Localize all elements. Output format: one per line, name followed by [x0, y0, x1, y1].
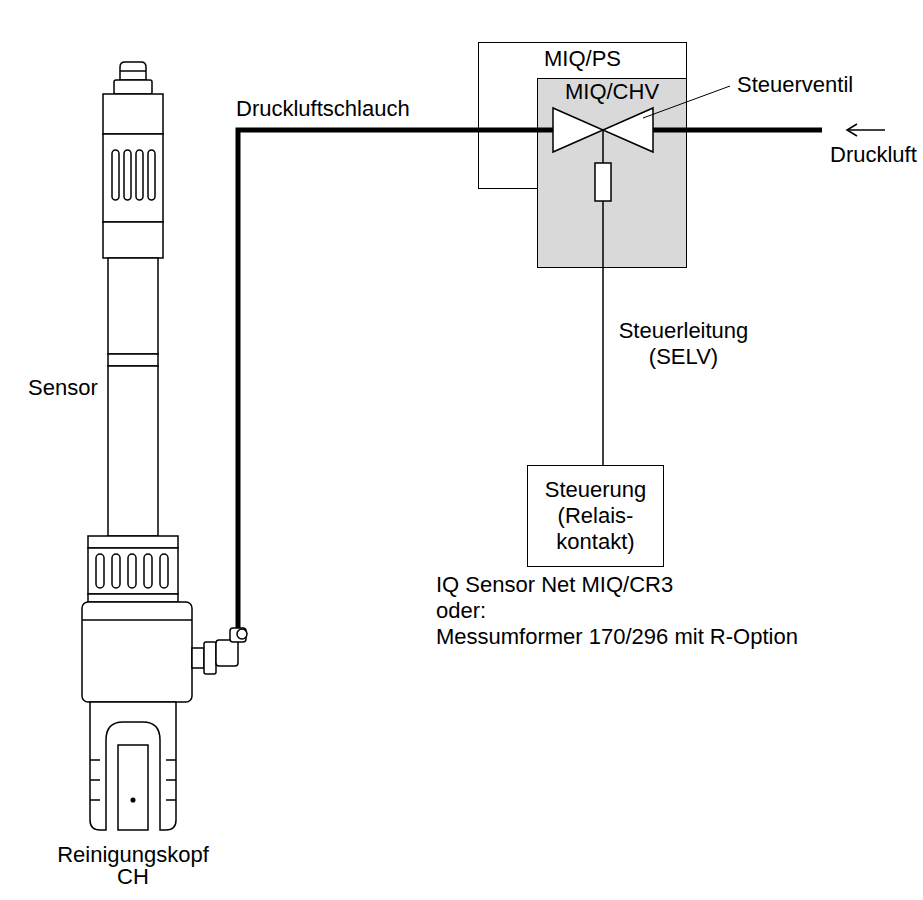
control-valve-symbol — [603, 108, 653, 152]
sensor-drawing — [82, 602, 192, 702]
sensor-drawing — [166, 779, 176, 781]
sensor-drawing — [82, 619, 192, 621]
controller-name: Steuerung (Relais- kontakt) — [535, 477, 656, 555]
control-valve-symbol — [537, 78, 687, 268]
sensor-drawing — [131, 798, 135, 802]
control-valve-symbol — [595, 163, 611, 201]
hose-fitting — [237, 629, 247, 639]
controller-box: Steuerung (Relais- kontakt) — [527, 465, 664, 567]
input-label-anchor: Druckluft — [830, 142, 917, 168]
sensor-drawing — [82, 62, 192, 830]
valve-module-box: MIQ/CHV — [537, 78, 687, 268]
sensor-drawing — [112, 150, 119, 200]
sensor-drawing — [124, 150, 131, 200]
sensor-drawing — [148, 150, 155, 200]
sensor-drawing — [136, 150, 143, 200]
sensor-drawing — [166, 759, 176, 761]
device-note: IQ Sensor Net MIQ/CR3 — [436, 572, 673, 598]
sensor-node: SensorReinigungskopf CH — [78, 60, 250, 850]
connector-label: Druckluftschlauch — [236, 96, 410, 122]
sensor-drawing — [96, 554, 104, 588]
part-name: Reinigungskopf CH — [53, 844, 213, 888]
hose-fitting — [204, 642, 216, 674]
control-valve-symbol — [553, 108, 603, 152]
connector-label: Steuerleitung (SELV) — [606, 318, 761, 370]
compressed-air-supply — [687, 128, 822, 133]
connector-label-anchor: Steuerleitung (SELV) — [606, 318, 761, 370]
compressed-air-supply — [847, 124, 857, 136]
device-note: oder: — [436, 598, 486, 624]
sensor-drawing — [88, 548, 178, 594]
part-name: Sensor — [28, 375, 108, 401]
hose-fitting — [230, 628, 246, 642]
connector-label-anchor: Druckluftschlauch — [236, 96, 410, 122]
sensor-drawing — [128, 554, 136, 588]
module-name: MIQ/PS — [479, 43, 686, 72]
control-valve-symbol — [602, 201, 604, 268]
sensor-drawing — [108, 354, 158, 366]
sensor-drawing — [90, 799, 100, 801]
control-valve-symbol — [602, 130, 604, 163]
hose-fitting — [216, 640, 238, 666]
sensor-drawing — [90, 759, 100, 761]
compressed-air-supply — [848, 129, 885, 131]
part-label: Steuerventil — [737, 72, 853, 98]
control-line — [602, 268, 604, 465]
sensor-drawing — [103, 94, 163, 134]
compressed-air-hose — [238, 130, 537, 628]
sensor-drawing — [88, 594, 178, 602]
sensor-drawing — [108, 366, 158, 536]
sensor-drawing — [90, 779, 100, 781]
device-note-anchor: Messumformer 170/296 mit R-Option — [436, 624, 798, 650]
hose-fitting — [192, 648, 204, 668]
sensor-drawing — [144, 554, 152, 588]
sensor-drawing — [88, 536, 178, 548]
sensor-drawing — [160, 554, 168, 588]
hose-fitting — [192, 628, 247, 674]
sensor-drawing — [108, 258, 158, 354]
part-label-anchor: Steuerventil — [737, 72, 853, 98]
sensor-drawing — [103, 222, 163, 258]
device-note-anchor: oder: — [436, 598, 486, 624]
sensor-drawing — [90, 702, 176, 830]
sensor-drawing — [114, 80, 152, 94]
sensor-drawing — [112, 554, 120, 588]
sensor-drawing — [118, 745, 148, 830]
input-label: Druckluft — [830, 142, 917, 168]
device-note-anchor: IQ Sensor Net MIQ/CR3 — [436, 572, 673, 598]
module-name: MIQ/CHV — [538, 79, 686, 104]
device-note: Messumformer 170/296 mit R-Option — [436, 624, 798, 650]
compressed-air-supply — [687, 124, 885, 136]
sensor-drawing — [120, 70, 146, 72]
sensor-drawing — [166, 799, 176, 801]
sensor-drawing — [120, 62, 146, 80]
sensor-drawing — [103, 134, 163, 222]
